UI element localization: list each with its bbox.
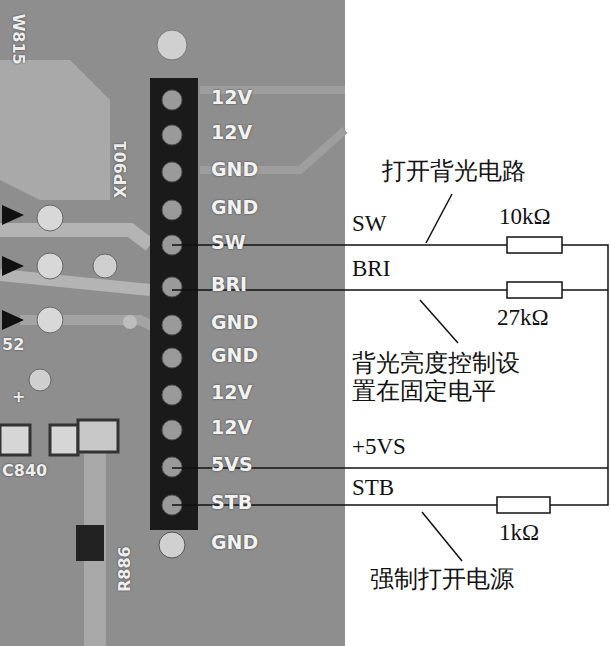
signal-name: STB <box>350 475 396 501</box>
pin-name: SW <box>211 232 246 254</box>
wire <box>172 245 608 505</box>
pcb-photo-ground <box>0 0 345 646</box>
resistor-symbol <box>497 497 550 513</box>
pin-name: 12V <box>211 87 252 109</box>
resistor-symbol <box>507 282 562 298</box>
solder-pad <box>29 369 51 391</box>
pcb-trace <box>0 275 150 290</box>
resistor-value: 27kΩ <box>495 305 551 331</box>
pin-hole <box>162 385 182 405</box>
pin-holes <box>159 90 185 558</box>
pin-name: 12V <box>211 122 252 144</box>
pin-hole <box>159 532 185 558</box>
solder-pad <box>37 253 63 279</box>
pin-name: 12V <box>211 417 252 439</box>
smd-pad <box>78 420 118 452</box>
smd-pad <box>0 425 30 455</box>
pin-name: BRI <box>211 274 247 296</box>
resistor-value: 10kΩ <box>497 204 553 230</box>
copper-area <box>0 60 110 200</box>
pointer-arrow <box>2 310 24 330</box>
board-marking: W815 <box>8 14 26 65</box>
via-hole <box>123 315 137 329</box>
solder-pad <box>157 30 187 60</box>
resistor-symbol <box>507 237 562 253</box>
pin-hole <box>162 162 182 182</box>
solder-pad <box>37 205 63 231</box>
pin-hole <box>162 420 182 440</box>
pin-name: STB <box>211 492 252 514</box>
signal-name: SW <box>350 211 389 237</box>
resistor-value: 1kΩ <box>497 520 541 546</box>
callout-note: 背光亮度控制设 置在固定电平 <box>350 350 527 405</box>
pin-name: GND <box>211 532 258 554</box>
pin-name: GND <box>211 197 258 219</box>
wiring <box>172 194 608 561</box>
board-marking: + <box>12 388 25 406</box>
connector-name: XP901 <box>112 140 130 197</box>
pointer-arrow <box>2 205 24 225</box>
pin-hole <box>162 200 182 220</box>
pin-name: 5VS <box>211 454 253 476</box>
board-marking: 52 <box>2 336 24 354</box>
pin-header <box>150 78 198 530</box>
pointer-arrow <box>2 256 24 276</box>
pin-name: GND <box>211 159 258 181</box>
pin-hole <box>162 90 182 110</box>
pin-hole <box>162 315 182 335</box>
pin-name: 12V <box>211 382 252 404</box>
pin-hole <box>162 457 182 477</box>
leader-line <box>426 194 452 243</box>
signal-name: BRI <box>350 256 392 282</box>
callout-note: 打开背光电路 <box>380 158 528 186</box>
pcb-trace <box>0 230 150 245</box>
component-designator: C840 <box>2 462 47 480</box>
pin-name: GND <box>211 345 258 367</box>
component-designator: R886 <box>116 546 134 592</box>
pin-hole <box>162 277 182 297</box>
signal-name: +5VS <box>350 434 408 460</box>
pin-hole <box>162 348 182 368</box>
callout-note: 强制打开电源 <box>368 566 516 594</box>
leader-line <box>422 512 462 561</box>
smd-resistor <box>76 525 104 561</box>
solder-pad <box>37 307 63 333</box>
leader-line <box>420 300 458 343</box>
solder-pad <box>93 254 117 278</box>
pin-hole <box>162 125 182 145</box>
pin-name: GND <box>211 312 258 334</box>
smd-pad <box>50 425 78 455</box>
